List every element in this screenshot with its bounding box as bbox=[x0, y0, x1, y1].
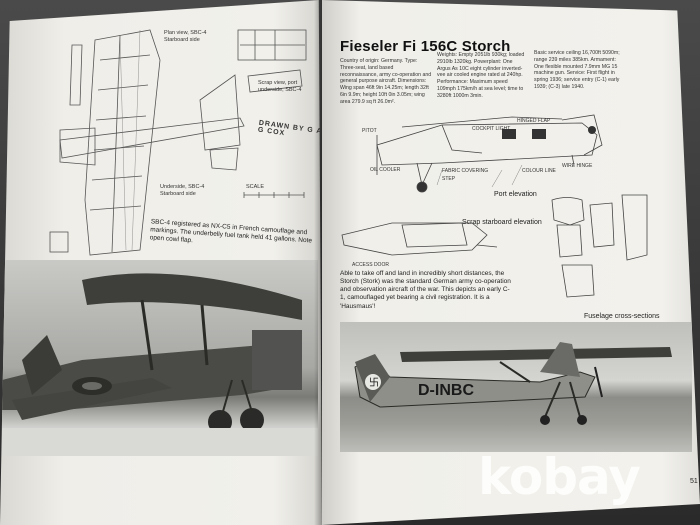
fuselage-sections-label: Fuselage cross-sections bbox=[584, 313, 660, 320]
airframe-label-step: STEP bbox=[442, 176, 456, 182]
right-photo-caption: Able to take off and land in incredibly … bbox=[340, 270, 511, 310]
scale-label: SCALE bbox=[246, 184, 265, 190]
spec-column-3: Basic service ceiling 16,700ft 5090m; ra… bbox=[534, 50, 620, 90]
scrap-view-label: Scrap view, port underside, SBC-4 bbox=[258, 80, 302, 93]
airframe-label-cockpit: COCKPIT LIGHT bbox=[472, 126, 511, 132]
svg-text:卐: 卐 bbox=[369, 377, 379, 389]
watermark-logo: kobay bbox=[478, 448, 641, 506]
biplane-photo bbox=[2, 260, 318, 456]
port-elevation-label: Port elevation bbox=[494, 191, 537, 198]
biplane-plan-drawing bbox=[49, 29, 307, 256]
registration-marking: D-INBC bbox=[418, 382, 474, 399]
airframe-label-oil-cooler: OIL COOLER bbox=[370, 167, 401, 173]
airframe-label-colour-line: COLOUR LINE bbox=[522, 168, 556, 174]
right-page: Fieseler Fi 156C Storch Country of origi… bbox=[322, 0, 700, 525]
airframe-label-wire-hinge: WIRE HINGE bbox=[562, 163, 593, 169]
left-page: Plan view, SBC-4 Starboard side Scrap vi… bbox=[0, 0, 322, 525]
spec-column-1: Country of origin: Germany. Type: Three-… bbox=[340, 58, 432, 105]
storch-photo: 卐 D-INBC bbox=[340, 322, 692, 452]
biplane-silhouette bbox=[2, 273, 318, 456]
airframe-label-pitot: PITOT bbox=[362, 128, 377, 134]
airframe-label-hinged-flap: HINGED FLAP bbox=[517, 118, 551, 124]
airframe-label-fabric: FABRIC COVERING bbox=[442, 168, 489, 174]
scrap-starboard-label: Scrap starboard elevation bbox=[462, 219, 542, 226]
storch-silhouette: 卐 bbox=[354, 342, 672, 425]
page-number: 51 bbox=[690, 478, 698, 485]
airframe-label-access-door: ACCESS DOOR bbox=[352, 262, 389, 268]
underside-label: Underside, SBC-4 Starboard side bbox=[160, 184, 205, 197]
spec-column-2: Weights: Empty 2051lb 930kg; loaded 2910… bbox=[437, 52, 525, 99]
plan-view-label: Plan view, SBC-4 Starboard side bbox=[164, 30, 207, 43]
storch-drawings bbox=[341, 114, 648, 298]
article-title: Fieseler Fi 156C Storch bbox=[340, 38, 511, 55]
